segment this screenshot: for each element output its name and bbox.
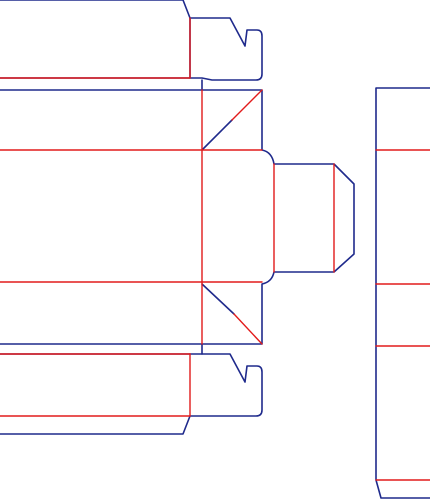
top-dust-flap-outline xyxy=(0,0,191,79)
bottom-dust-flap-outline xyxy=(0,353,191,435)
lower-diagonal-fold xyxy=(233,313,263,345)
main-body-outline xyxy=(0,79,355,355)
lower-tuck-tab-outline xyxy=(189,353,263,417)
upper-diagonal-fold xyxy=(231,89,263,121)
fold-lines xyxy=(0,17,430,481)
lower-corner-diagonal xyxy=(201,283,235,315)
upper-tuck-tab-outline xyxy=(189,17,263,81)
upper-corner-diagonal xyxy=(201,119,233,151)
